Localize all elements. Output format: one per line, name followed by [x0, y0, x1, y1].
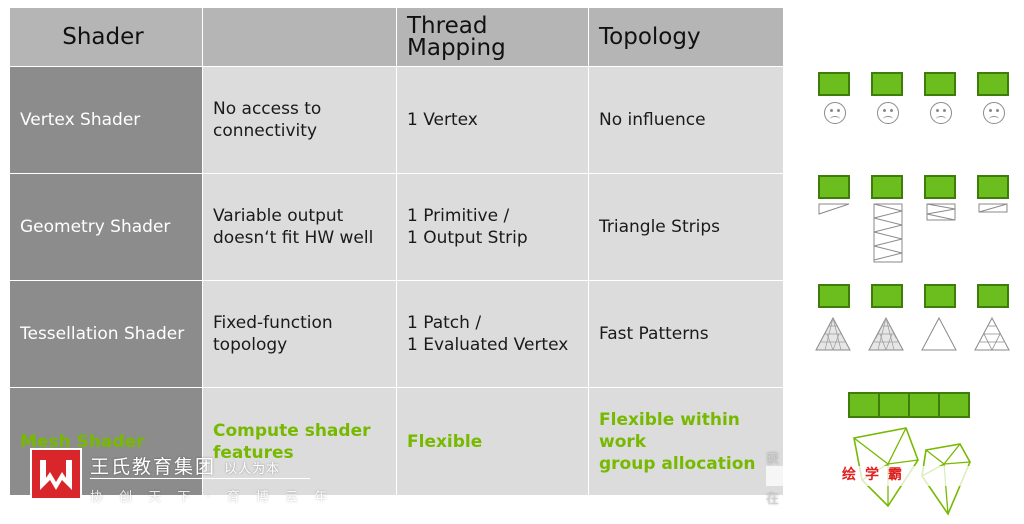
row-vertex-shader-topology: No influence	[589, 67, 783, 173]
triangle-pattern-icon	[815, 316, 851, 351]
thread-box-icon	[871, 284, 903, 308]
thread-box-icon	[871, 175, 903, 199]
thread-box-icon	[871, 72, 903, 96]
row-mesh-shader-mapping: Flexible	[397, 388, 588, 495]
watermark-line2: 协 创 天 下 · 育 博 云 年	[90, 490, 334, 505]
thread-box-icon	[818, 175, 850, 199]
triangle-pattern-icon	[974, 316, 1010, 351]
row-tessellation-shader-mapping: 1 Patch /1 Evaluated Vertex	[397, 281, 588, 387]
row-tessellation-shader-topology: Fast Patterns	[589, 281, 783, 387]
workgroup-icon	[848, 392, 970, 418]
watermark-char-1: 获	[766, 452, 781, 467]
row-geometry-shader-label: Geometry Shader	[10, 174, 202, 280]
watermark-char-2: 在	[766, 492, 781, 507]
thread-box-icon	[924, 175, 956, 199]
shader-comparison-table: Shader Thread Mapping Topology Vertex Sh…	[10, 8, 783, 495]
strip-icon	[978, 203, 1008, 213]
strip-icon	[818, 203, 850, 215]
header-shader: Shader	[10, 8, 202, 66]
triangle-pattern-icon	[868, 316, 904, 351]
watermark-right-text: 绘学霸	[842, 467, 911, 483]
row-geometry-shader-mapping: 1 Primitive /1 Output Strip	[397, 174, 588, 280]
watermark-name: 王氏教育集团 以人为本	[90, 456, 281, 478]
sad-face-icon	[877, 102, 899, 124]
watermark-divider	[90, 478, 310, 479]
strip-icon	[926, 203, 956, 221]
watermark-logo	[30, 448, 82, 500]
header-notes	[203, 8, 396, 66]
sad-face-icon	[983, 102, 1005, 124]
row-tessellation-shader-label: Tessellation Shader	[10, 281, 202, 387]
header-topology: Topology	[589, 8, 783, 66]
logo-icon	[40, 460, 72, 490]
thread-box-icon	[818, 284, 850, 308]
thread-box-icon	[977, 284, 1009, 308]
row-vertex-shader-label: Vertex Shader	[10, 67, 202, 173]
thread-box-icon	[977, 72, 1009, 96]
thread-box-icon	[924, 284, 956, 308]
triangle-pattern-icon	[921, 316, 957, 351]
thread-box-icon	[924, 72, 956, 96]
sad-face-icon	[824, 102, 846, 124]
header-thread-mapping: Thread Mapping	[397, 8, 588, 66]
sad-face-icon	[930, 102, 952, 124]
thread-box-icon	[818, 72, 850, 96]
thread-box-icon	[977, 175, 1009, 199]
strip-icon	[873, 203, 903, 263]
row-geometry-shader-topology: Triangle Strips	[589, 174, 783, 280]
watermark-band	[766, 466, 992, 486]
row-vertex-shader-mapping: 1 Vertex	[397, 67, 588, 173]
